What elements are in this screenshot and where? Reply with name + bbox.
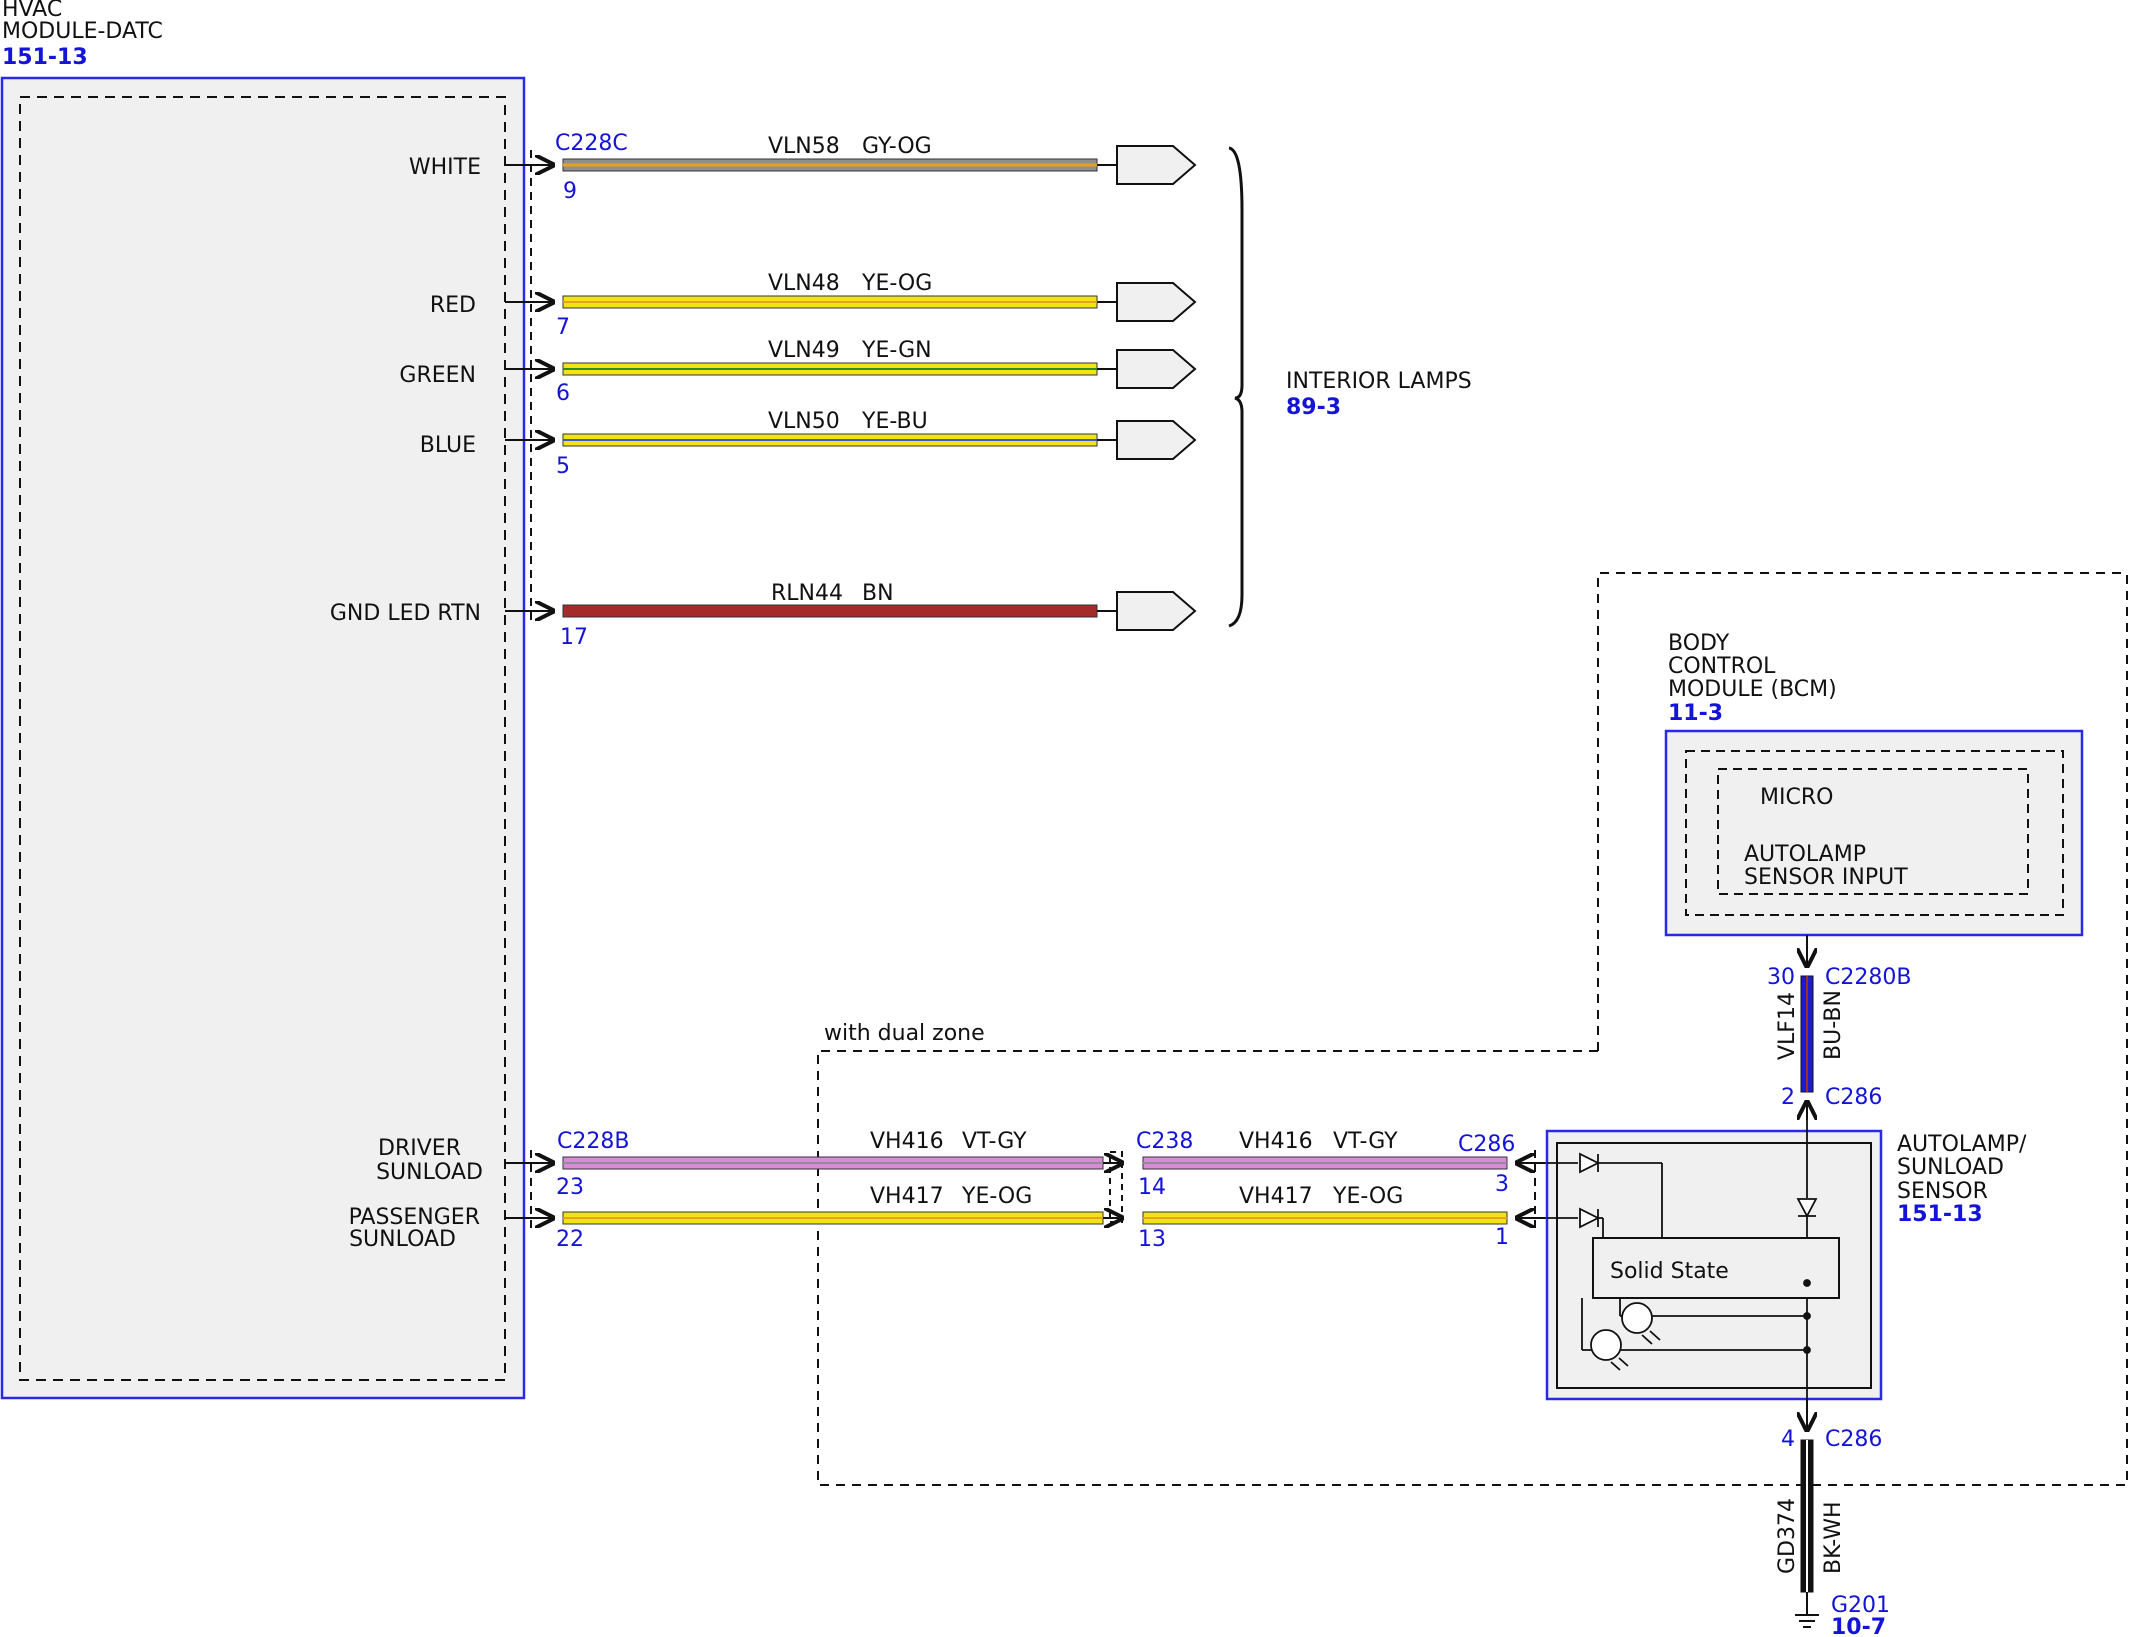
pin-label-pass-1: PASSENGER	[349, 1205, 480, 1230]
pass-pin-1: 1	[1495, 1225, 1509, 1250]
vln49-color: YE-GN	[861, 338, 932, 363]
pin-17: 17	[560, 625, 588, 650]
sensor-ref[interactable]: 151-13	[1897, 1202, 1983, 1227]
wire-vln48[interactable]	[505, 282, 1197, 322]
bcm-ref[interactable]: 11-3	[1668, 701, 1723, 726]
vln50-color: YE-BU	[861, 409, 928, 434]
pin-label-red: RED	[430, 293, 476, 318]
solid-state-label: Solid State	[1610, 1259, 1729, 1284]
vh417-circuit-2: VH417	[1239, 1184, 1313, 1209]
ground-g201[interactable]: G201	[1831, 1593, 1890, 1618]
sensor-title-3: SENSOR	[1897, 1179, 1988, 1204]
pin-6: 6	[556, 381, 570, 406]
sensor-title-1: AUTOLAMP/	[1897, 1132, 2027, 1157]
pin-label-driver-1: DRIVER	[378, 1136, 461, 1161]
dual-zone-region	[817, 573, 2128, 1486]
vh417-circuit-1: VH417	[870, 1184, 944, 1209]
wire-gd374[interactable]	[1801, 1399, 1813, 1615]
bcm-input-1: AUTOLAMP	[1744, 842, 1866, 867]
vln58-circuit: VLN58	[768, 134, 840, 159]
c286-side-label[interactable]: C286	[1458, 1132, 1515, 1157]
vh416-color-1: VT-GY	[962, 1129, 1027, 1154]
pin-7: 7	[556, 315, 570, 340]
pin-label-driver-2: SUNLOAD	[376, 1160, 483, 1185]
wire-vln49[interactable]	[505, 349, 1197, 389]
rln44-circuit: RLN44	[771, 581, 843, 606]
wire-vh417[interactable]	[505, 1212, 1547, 1224]
sensor-title-2: SUNLOAD	[1897, 1155, 2004, 1180]
wire-vln50[interactable]	[505, 420, 1197, 460]
ground-symbol-icon	[1795, 1614, 1819, 1628]
vh416-circuit-1: VH416	[870, 1129, 944, 1154]
wire-vh416[interactable]	[505, 1157, 1547, 1169]
vlf14-top-pin: 30	[1767, 965, 1795, 990]
bcm-title-1: BODY	[1668, 631, 1730, 656]
vlf14-top-conn[interactable]: C2280B	[1825, 965, 1911, 990]
c228c-label[interactable]: C228C	[555, 131, 628, 156]
ground-conn[interactable]: C286	[1825, 1427, 1882, 1452]
ground-ref[interactable]: 10-7	[1831, 1615, 1886, 1637]
vh417-color-1: YE-OG	[961, 1184, 1032, 1209]
dual-zone-label: with dual zone	[824, 1021, 985, 1046]
vh416-color-2: VT-GY	[1333, 1129, 1398, 1154]
vlf14-bot-conn[interactable]: C286	[1825, 1085, 1882, 1110]
gd374-circuit: GD374	[1775, 1498, 1800, 1574]
vln58-color: GY-OG	[862, 134, 932, 159]
pin-label-green: GREEN	[399, 363, 476, 388]
pass-pin-22: 22	[556, 1227, 584, 1252]
bcm-input-2: SENSOR INPUT	[1744, 865, 1908, 890]
hvac-module[interactable]	[0, 76, 526, 1400]
rln44-color: BN	[862, 581, 894, 606]
c228b-label[interactable]: C228B	[557, 1129, 629, 1154]
interior-lamps-label: INTERIOR LAMPS	[1286, 369, 1472, 394]
vlf14-color: BU-BN	[1821, 990, 1846, 1060]
hvac-ref[interactable]: 151-13	[2, 45, 88, 70]
driver-pin-23: 23	[556, 1175, 584, 1200]
pin-label-pass-2: SUNLOAD	[349, 1227, 456, 1252]
pin-9: 9	[563, 179, 577, 204]
wire-rln44[interactable]	[505, 591, 1197, 631]
bcm-title-3: MODULE (BCM)	[1668, 677, 1837, 702]
pin-label-gnd: GND LED RTN	[330, 601, 481, 626]
vlf14-circuit: VLF14	[1775, 992, 1800, 1060]
gd374-color: BK-WH	[1821, 1501, 1846, 1574]
sensor-internal-circuit	[1547, 1120, 1818, 1420]
vlf14-bot-pin: 2	[1781, 1085, 1795, 1110]
vh417-color-2: YE-OG	[1332, 1184, 1403, 1209]
c238-label[interactable]: C238	[1136, 1129, 1193, 1154]
pin-5: 5	[556, 454, 570, 479]
pass-pin-13: 13	[1138, 1227, 1166, 1252]
bcm-micro: MICRO	[1760, 785, 1833, 810]
hvac-title-2: MODULE-DATC	[2, 19, 163, 44]
hvac-title-1: HVAC	[2, 0, 62, 22]
wire-vlf14[interactable]	[1801, 935, 1813, 1120]
interior-lamps-ref[interactable]: 89-3	[1286, 395, 1341, 420]
ground-pin-4: 4	[1781, 1427, 1795, 1452]
driver-pin-14: 14	[1138, 1175, 1166, 1200]
vln50-circuit: VLN50	[768, 409, 840, 434]
vh416-circuit-2: VH416	[1239, 1129, 1313, 1154]
wire-vln58[interactable]	[505, 145, 1197, 185]
vln48-color: YE-OG	[861, 271, 932, 296]
pin-label-white: WHITE	[409, 155, 481, 180]
vln49-circuit: VLN49	[768, 338, 840, 363]
interior-lamps-brace	[1228, 146, 1244, 628]
bcm-module[interactable]	[1664, 729, 2084, 937]
pin-label-blue: BLUE	[420, 433, 476, 458]
bcm-title-2: CONTROL	[1668, 654, 1776, 679]
vln48-circuit: VLN48	[768, 271, 840, 296]
driver-pin-3: 3	[1495, 1172, 1509, 1197]
